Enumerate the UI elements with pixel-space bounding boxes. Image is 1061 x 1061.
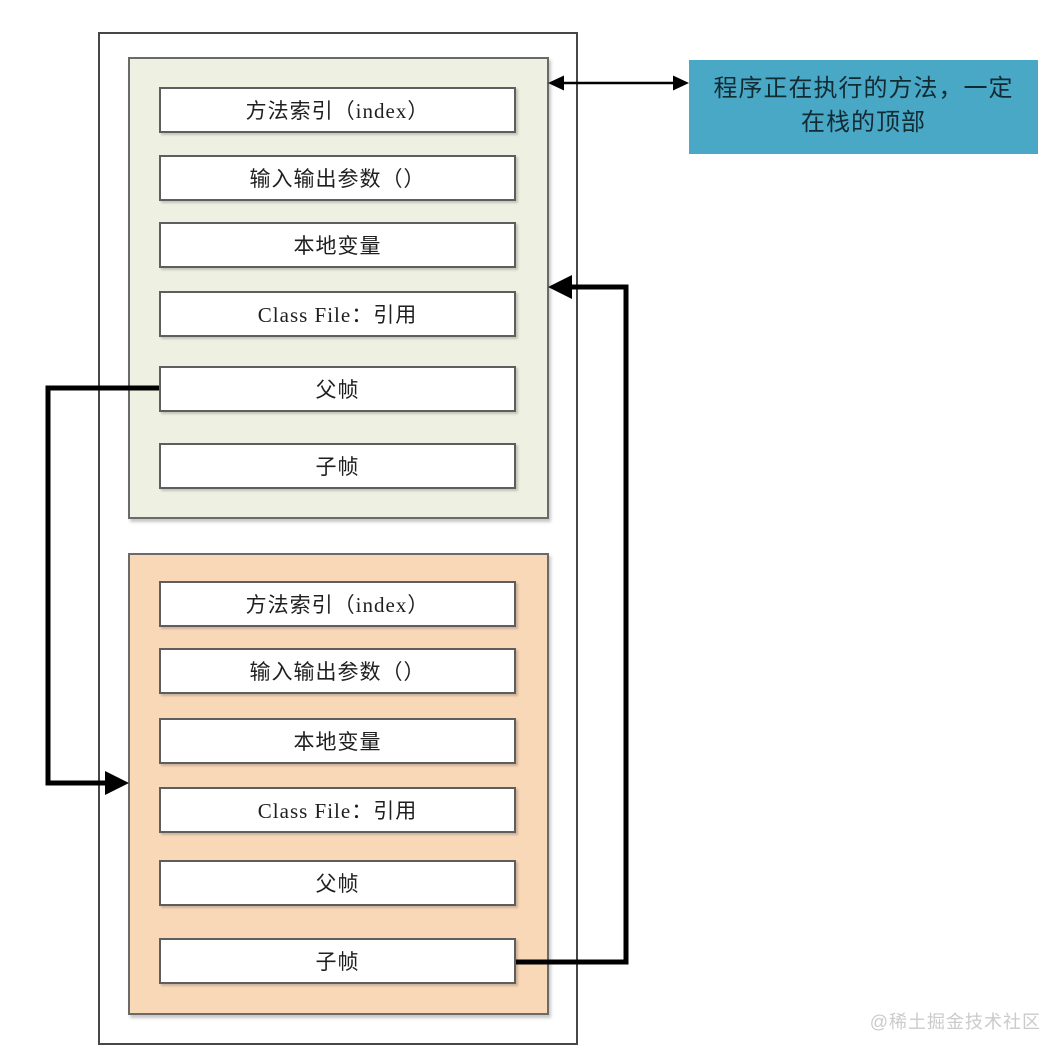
bottom-frame-row-method-index: 方法索引（index） — [159, 581, 516, 627]
bottom-frame-row-child-frame: 子帧 — [159, 938, 516, 984]
top-frame-row-local-vars: 本地变量 — [159, 222, 516, 268]
bottom-frame-row-io-params: 输入输出参数（） — [159, 648, 516, 694]
watermark: @稀土掘金技术社区 — [869, 1012, 1041, 1032]
top-frame-row-classfile-ref: Class File：引用 — [159, 291, 516, 337]
stack-frame-bottom: 方法索引（index） 输入输出参数（） 本地变量 Class File：引用 … — [128, 553, 549, 1015]
stack-frame-top: 方法索引（index） 输入输出参数（） 本地变量 Class File：引用 … — [128, 57, 549, 519]
bottom-frame-row-parent-frame: 父帧 — [159, 860, 516, 906]
annotation-line-1: 程序正在执行的方法，一定 — [713, 76, 1014, 103]
annotation-line-2: 在栈的顶部 — [801, 110, 926, 136]
top-frame-row-parent-frame: 父帧 — [159, 366, 516, 412]
annotation-note: 程序正在执行的方法，一定 在栈的顶部 — [689, 60, 1038, 154]
bottom-frame-row-local-vars: 本地变量 — [159, 718, 516, 764]
top-frame-row-io-params: 输入输出参数（） — [159, 155, 516, 201]
top-frame-row-method-index: 方法索引（index） — [159, 87, 516, 133]
bottom-frame-row-classfile-ref: Class File：引用 — [159, 787, 516, 833]
top-frame-row-child-frame: 子帧 — [159, 443, 516, 489]
